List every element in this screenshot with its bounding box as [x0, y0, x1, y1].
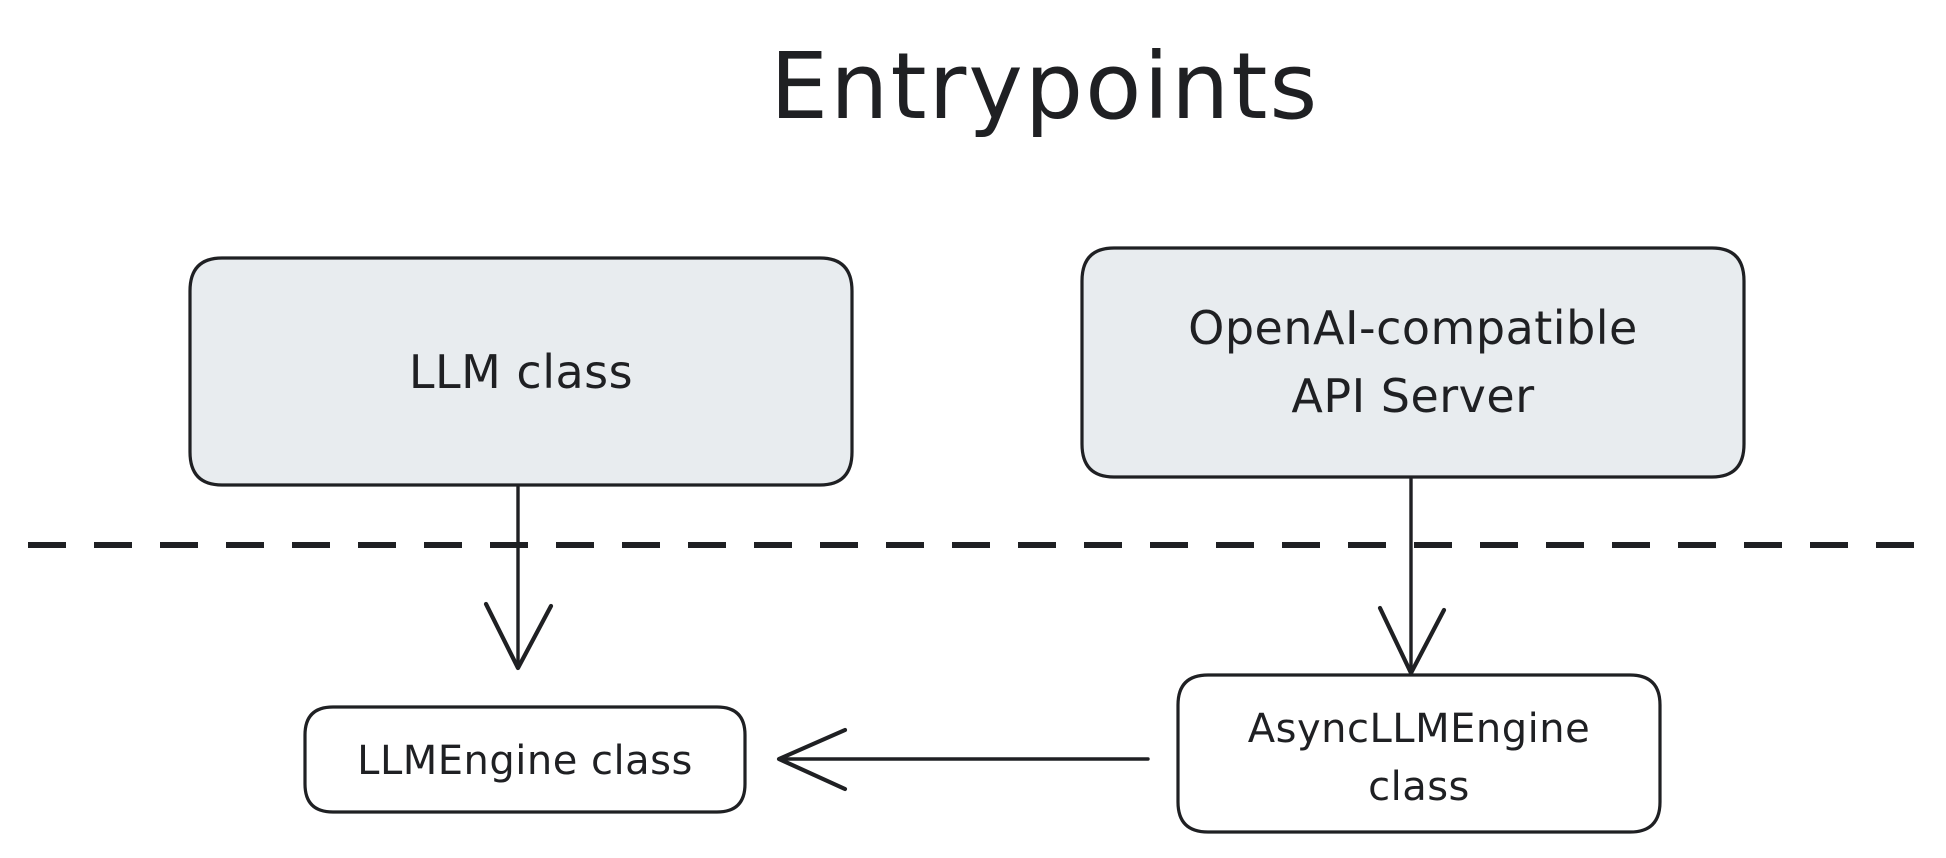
node-llmengine-class-shape: [303, 705, 747, 814]
edge-llm-to-llmengine: [483, 485, 554, 671]
node-openai-api-server-label-line2: API Server: [1291, 369, 1534, 423]
edge-llm-to-llmengine-arrowhead: [483, 601, 554, 671]
edge-apiserver-to-asyncllmengine: [1377, 477, 1447, 676]
node-openai-api-server-label-line1: OpenAI-compatible: [1188, 301, 1638, 355]
node-llm-class-shape: [188, 256, 854, 487]
node-async-llmengine-class[interactable]: AsyncLLMEngine class: [1176, 673, 1662, 834]
node-async-llmengine-class-label-line1: AsyncLLMEngine: [1248, 706, 1590, 752]
node-llm-class[interactable]: LLM class: [188, 256, 854, 487]
node-llmengine-class[interactable]: LLMEngine class: [303, 705, 747, 814]
page-title: Entrypoints: [770, 33, 1319, 140]
node-llm-class-label: LLM class: [409, 345, 633, 399]
edge-asyncllmengine-to-llmengine: [776, 727, 1150, 792]
node-async-llmengine-class-label-line2: class: [1368, 764, 1470, 810]
node-llmengine-class-label: LLMEngine class: [357, 738, 693, 784]
node-async-llmengine-class-shape: [1176, 673, 1662, 834]
edge-apiserver-to-asyncllmengine-arrowhead: [1377, 605, 1447, 676]
node-openai-api-server[interactable]: OpenAI-compatible API Server: [1080, 246, 1746, 479]
edge-asyncllmengine-to-llmengine-arrowhead: [776, 727, 848, 792]
node-openai-api-server-shape: [1080, 246, 1746, 479]
